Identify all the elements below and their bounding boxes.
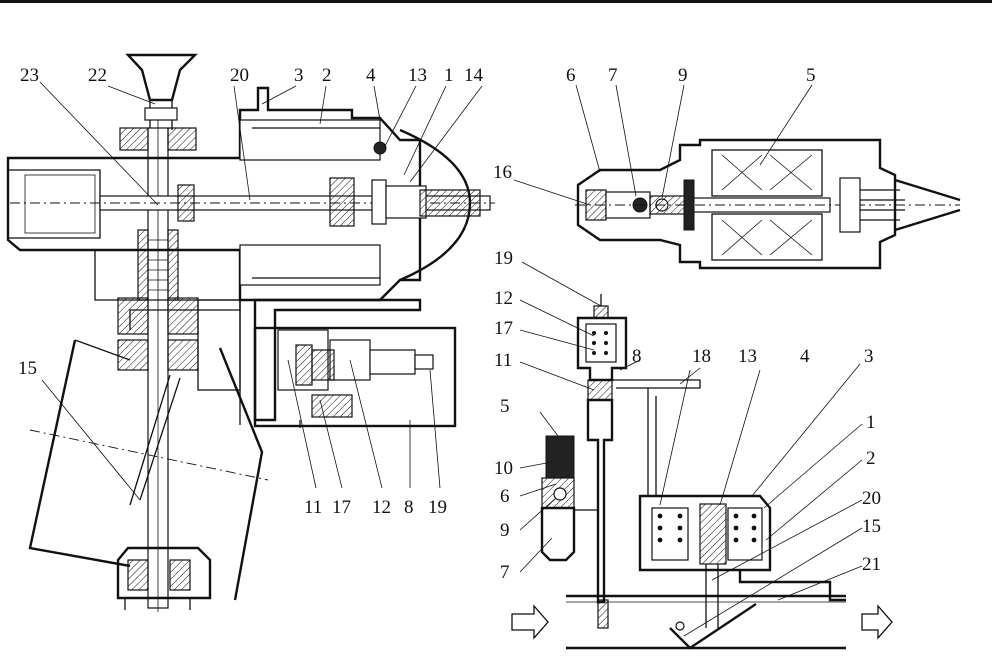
callout-7-schematic: 7 <box>500 562 510 583</box>
callout-5: 5 <box>806 65 816 86</box>
callout-12-bottom: 12 <box>372 497 391 518</box>
callout-12-schematic: 12 <box>494 288 513 309</box>
callout-2: 2 <box>322 65 332 86</box>
callout-6-schematic: 6 <box>500 486 510 507</box>
callout-18-schematic: 18 <box>692 346 711 367</box>
callout-19-bottom: 19 <box>428 497 447 518</box>
left-assembly-drawing <box>8 55 495 612</box>
callout-10-schematic: 10 <box>494 458 513 479</box>
callout-1: 1 <box>444 65 454 86</box>
callout-16: 16 <box>493 162 512 183</box>
callout-4: 4 <box>366 65 376 86</box>
callout-22: 22 <box>88 65 107 86</box>
schematic-drawing <box>512 262 892 648</box>
callout-9-schematic: 9 <box>500 520 510 541</box>
solenoid-labels: 6 7 9 5 16 <box>493 65 816 183</box>
callout-20-schematic: 20 <box>862 488 881 509</box>
callout-3: 3 <box>294 65 304 86</box>
callout-7: 7 <box>608 65 618 86</box>
callout-15-schematic: 15 <box>862 516 881 537</box>
callout-1-schematic: 1 <box>866 412 876 433</box>
callout-4-schematic: 4 <box>800 346 810 367</box>
solenoid-valve-drawing <box>514 85 960 268</box>
callout-13-schematic: 13 <box>738 346 757 367</box>
callout-8-schematic: 8 <box>632 346 642 367</box>
callout-17-schematic: 17 <box>494 318 513 339</box>
callout-5-schematic: 5 <box>500 396 510 417</box>
callout-13: 13 <box>408 65 427 86</box>
callout-11-bottom: 11 <box>304 497 322 518</box>
callout-8-bottom: 8 <box>404 497 414 518</box>
callout-11-schematic: 11 <box>494 350 512 371</box>
callout-21-schematic: 21 <box>862 554 881 575</box>
callout-20: 20 <box>230 65 249 86</box>
callout-2-schematic: 2 <box>866 448 876 469</box>
callout-14: 14 <box>464 65 484 86</box>
callout-15: 15 <box>18 358 37 379</box>
callout-23: 23 <box>20 65 39 86</box>
callout-6: 6 <box>566 65 576 86</box>
callout-9: 9 <box>678 65 688 86</box>
callout-3-schematic: 3 <box>864 346 874 367</box>
callout-19-schematic: 19 <box>494 248 513 269</box>
callout-17-bottom: 17 <box>332 497 351 518</box>
